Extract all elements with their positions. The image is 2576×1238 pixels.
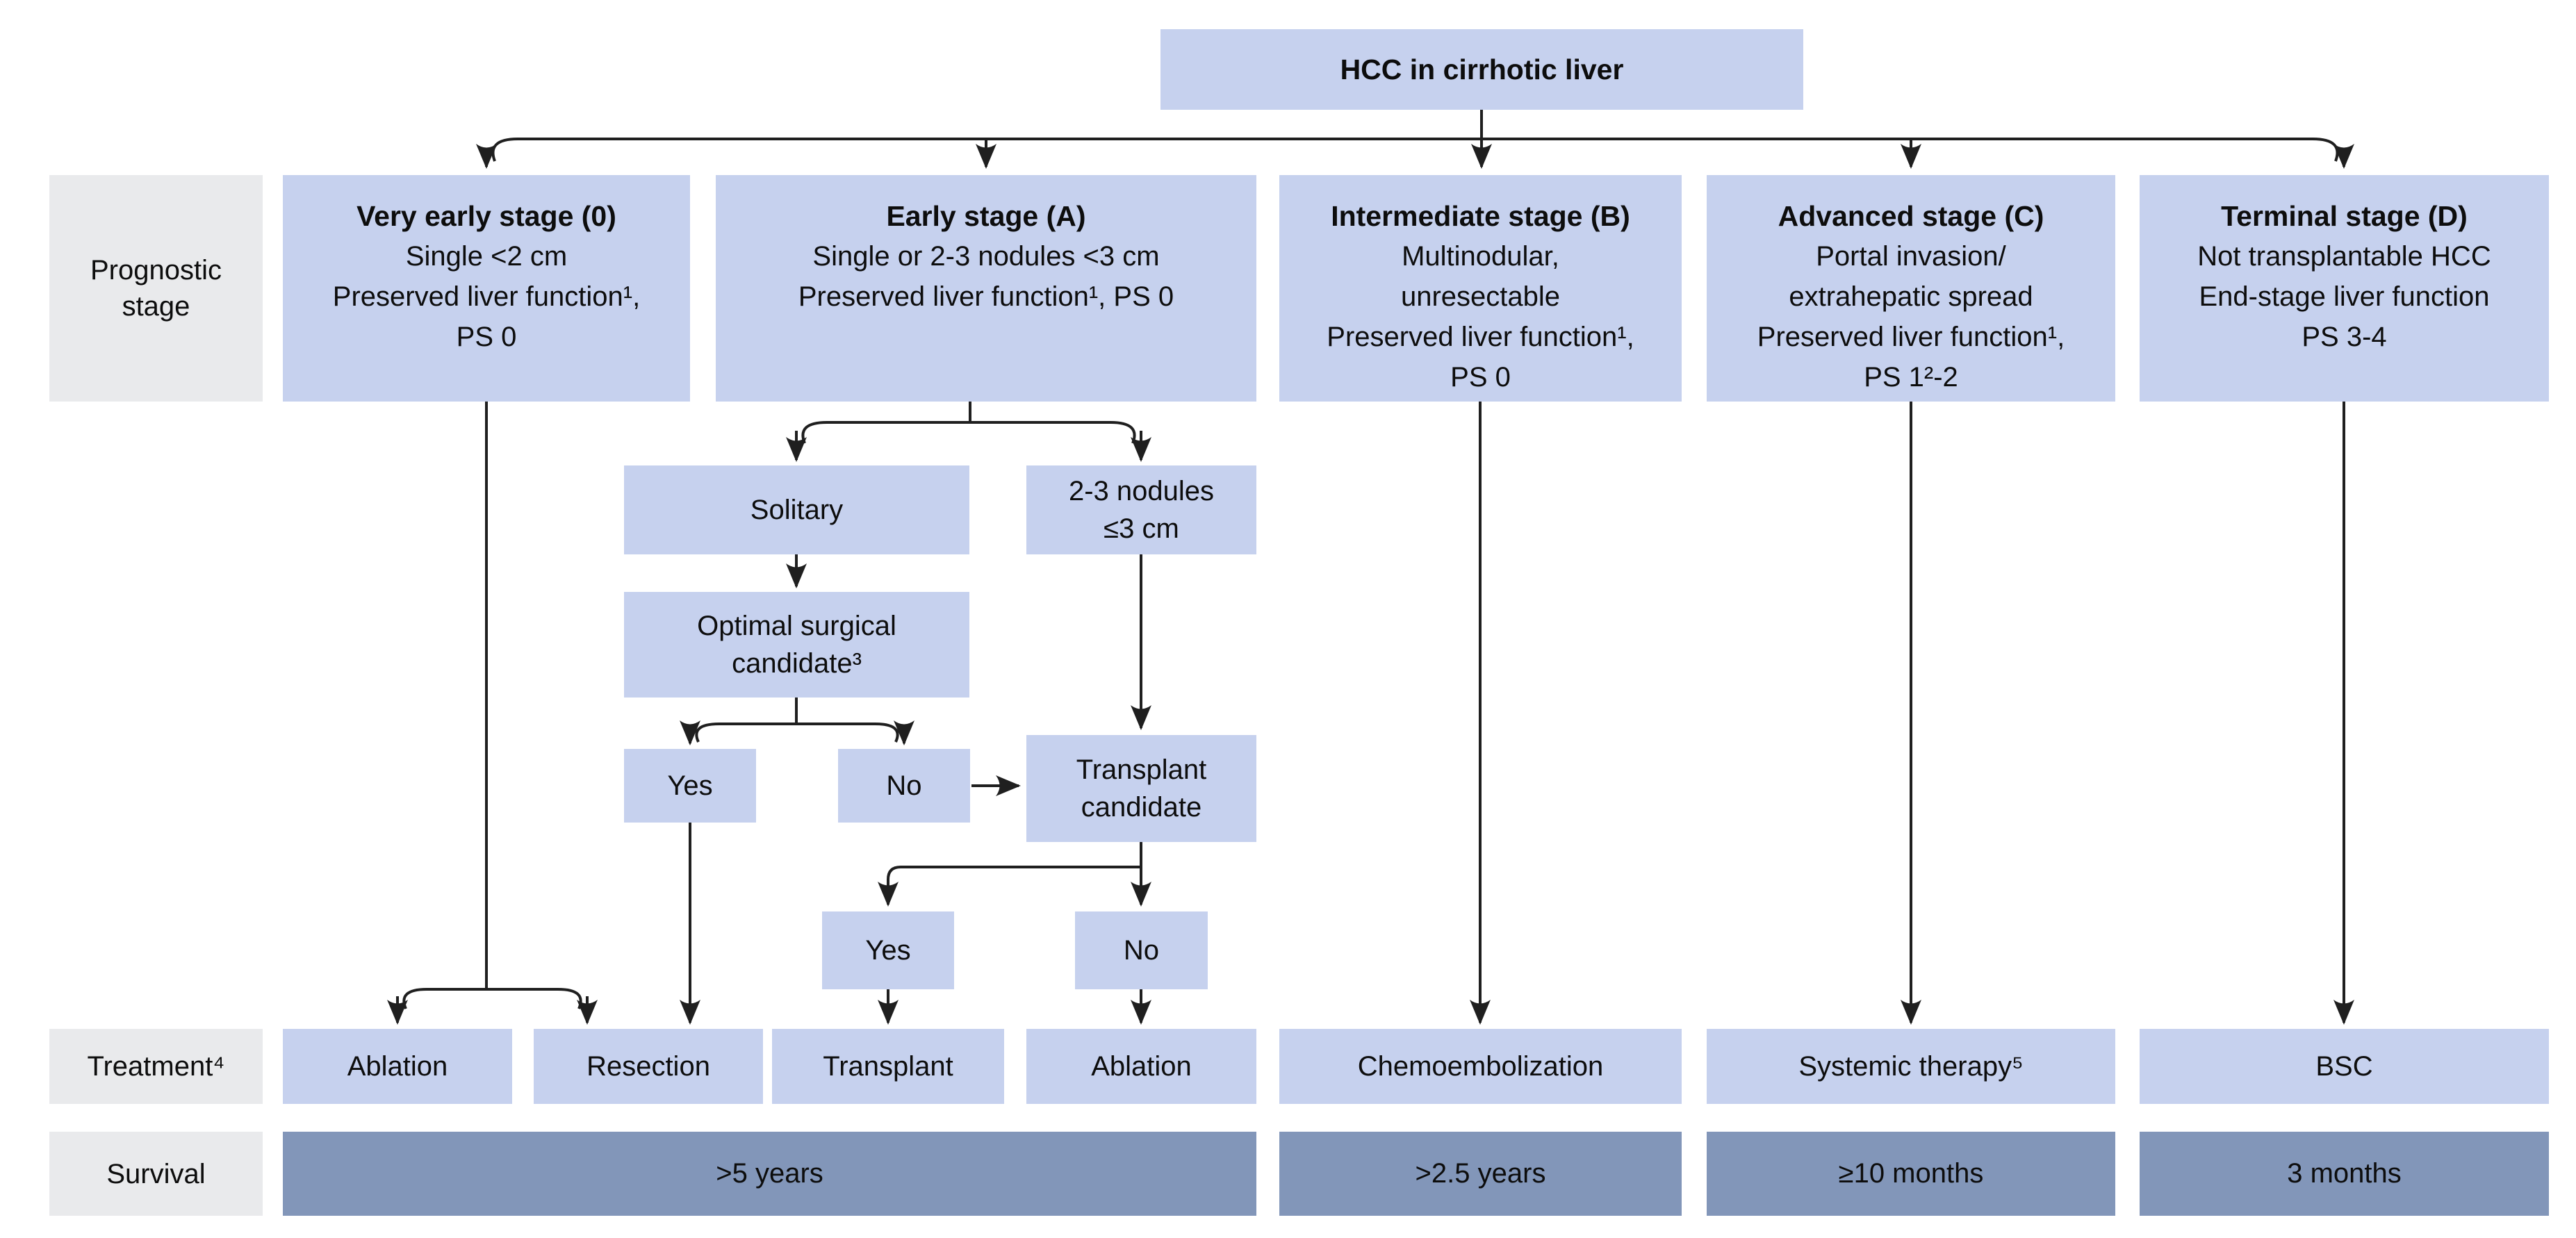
treatment-label: Transplant [823, 1050, 953, 1082]
stage-title: Terminal stage (D) [2221, 200, 2468, 232]
stage-line: Preserved liver function¹, [1327, 322, 1634, 352]
stage-title: Very early stage (0) [356, 200, 616, 232]
node-2-3-nodules: 2-3 nodules ≤3 cm [1026, 465, 1256, 554]
survival-bar-early: >5 years [283, 1132, 1256, 1216]
node-tc-no-label: No [1123, 935, 1160, 966]
stage-box-intermediate: Intermediate stage (B) Multinodular, unr… [1279, 175, 1682, 402]
node-osc-line2: candidate³ [732, 648, 862, 679]
stage-line: Single or 2-3 nodules <3 cm [812, 241, 1160, 272]
survival-bar-intermediate: >2.5 years [1279, 1132, 1682, 1216]
treatment-ablation-1: Ablation [283, 1029, 512, 1104]
survival-label: >2.5 years [1415, 1158, 1546, 1189]
stage-line: PS 1²-2 [1864, 362, 1958, 393]
treatment-bsc: BSC [2140, 1029, 2549, 1104]
row-label-treatment-text: Treatment⁴ [87, 1051, 225, 1082]
stage-box-very-early: Very early stage (0) Single <2 cm Preser… [283, 175, 690, 402]
row-label-prognostic-text: Prognostic stage [90, 255, 222, 322]
bracket-osc [695, 723, 899, 743]
stage-title: Intermediate stage (B) [1331, 200, 1630, 232]
node-osc-no-label: No [886, 770, 922, 801]
branch-bar-top [491, 138, 2339, 162]
bracket-early [801, 421, 1136, 444]
node-osc-yes: Yes [624, 749, 756, 823]
row-label-prognostic-stage: Prognostic stage [49, 175, 263, 402]
row-label-treatment: Treatment⁴ [49, 1029, 263, 1104]
node-osc-line1: Optimal surgical [697, 611, 896, 641]
node-solitary: Solitary [624, 465, 969, 554]
node-nodules-line2: ≤3 cm [1104, 513, 1179, 544]
treatment-systemic-therapy: Systemic therapy⁵ [1707, 1029, 2115, 1104]
node-tc-line1: Transplant [1076, 754, 1207, 785]
node-osc-no: No [838, 749, 970, 823]
treatment-label: Chemoembolization [1357, 1050, 1604, 1082]
stage-box-advanced: Advanced stage (C) Portal invasion/ extr… [1707, 175, 2115, 402]
node-tc-line2: candidate [1081, 792, 1202, 823]
survival-label: ≥10 months [1838, 1158, 1984, 1189]
stage-line: Preserved liver function¹, PS 0 [798, 281, 1174, 312]
node-optimal-surgical-candidate: Optimal surgical candidate³ [624, 592, 969, 698]
node-osc-yes-label: Yes [667, 770, 713, 801]
stage-line: Multinodular, [1402, 241, 1559, 272]
node-transplant-candidate: Transplant candidate [1026, 735, 1256, 842]
stage-box-early: Early stage (A) Single or 2-3 nodules <3… [716, 175, 1256, 402]
survival-bar-terminal: 3 months [2140, 1132, 2549, 1216]
treatment-label: Resection [586, 1050, 710, 1082]
stage-line: Portal invasion/ [1816, 241, 2006, 272]
stage-line: Preserved liver function¹, [332, 281, 641, 312]
node-tc-yes: Yes [822, 911, 954, 989]
stage-box-terminal: Terminal stage (D) Not transplantable HC… [2140, 175, 2549, 402]
node-nodules-line1: 2-3 nodules [1068, 476, 1215, 506]
row-label-survival-text: Survival [106, 1158, 206, 1189]
treatment-label: Ablation [1091, 1050, 1192, 1082]
stage-title: Advanced stage (C) [1778, 200, 2044, 232]
treatment-chemoembolization: Chemoembolization [1279, 1029, 1682, 1104]
treatment-label: Systemic therapy⁵ [1798, 1050, 2024, 1082]
treatment-label: Ablation [347, 1050, 448, 1082]
treatment-transplant: Transplant [772, 1029, 1004, 1104]
treatment-label: BSC [2315, 1050, 2373, 1082]
root-node: HCC in cirrhotic liver [1160, 29, 1803, 110]
stage-line: extrahepatic spread [1789, 281, 2033, 312]
survival-bar-advanced: ≥10 months [1707, 1132, 2115, 1216]
node-tc-no: No [1075, 911, 1208, 989]
stage-title: Early stage (A) [886, 200, 1086, 232]
stage-line: End-stage liver function [2199, 281, 2490, 312]
stage-line: PS 0 [1450, 362, 1511, 393]
bracket-very-early [402, 988, 582, 1009]
row-label-survival: Survival [49, 1132, 263, 1216]
stage-line: PS 0 [456, 322, 517, 352]
survival-label: >5 years [716, 1158, 823, 1189]
node-solitary-label: Solitary [750, 495, 844, 525]
survival-label: 3 months [2287, 1158, 2402, 1189]
treatment-resection: Resection [534, 1029, 763, 1104]
stage-line: Single <2 cm [405, 241, 568, 272]
root-node-label: HCC in cirrhotic liver [1340, 53, 1624, 85]
arrow-tc-to-yes [878, 866, 1141, 907]
treatment-ablation-2: Ablation [1026, 1029, 1256, 1104]
node-tc-yes-label: Yes [865, 935, 911, 966]
stage-line: Preserved liver function¹, [1757, 322, 2065, 352]
stage-line: PS 3-4 [2302, 322, 2387, 352]
stage-line: Not transplantable HCC [2197, 241, 2491, 272]
stage-line: unresectable [1400, 281, 1561, 312]
